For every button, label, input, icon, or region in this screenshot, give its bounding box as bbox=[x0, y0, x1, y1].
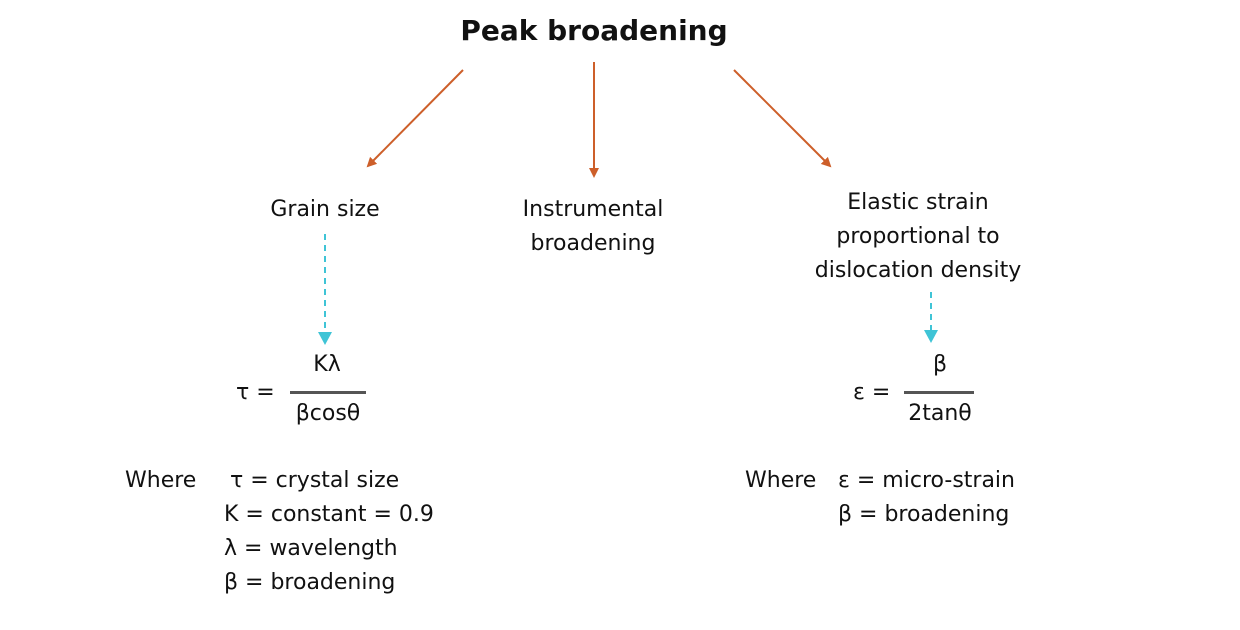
strain-definition-beta: β = broadening bbox=[838, 502, 1010, 527]
node-grain-size-label: Grain size bbox=[270, 197, 380, 222]
formula-strain-numerator: β bbox=[932, 352, 948, 377]
strain-definition-epsilon: ε = micro-strain bbox=[838, 468, 1015, 493]
formula-strain-lhs: ε = bbox=[853, 380, 891, 405]
grain-definitions-list: τ = crystal size K = constant = 0.9 λ = … bbox=[224, 464, 434, 600]
dashed-arrowhead-strain bbox=[924, 330, 938, 343]
formula-grain-denominator: βcosθ bbox=[295, 401, 361, 426]
grain-definition-k: K = constant = 0.9 bbox=[224, 502, 434, 527]
strain-where-label: Where bbox=[745, 468, 817, 493]
formula-strain-fraction-bar bbox=[904, 391, 974, 394]
dashed-arrowhead-grain bbox=[318, 332, 332, 345]
node-elastic-strain: Elastic strain proportional to dislocati… bbox=[793, 186, 1043, 288]
formula-grain-numerator: Kλ bbox=[313, 352, 341, 377]
node-elastic-strain-line-1: Elastic strain bbox=[847, 190, 989, 215]
formula-strain-denominator: 2tanθ bbox=[908, 401, 972, 426]
node-instrumental-line-2: broadening bbox=[530, 231, 656, 256]
node-grain-size: Grain size bbox=[240, 193, 410, 227]
node-instrumental-broadening: Instrumental broadening bbox=[493, 193, 693, 261]
arrow-to-elastic-strain bbox=[733, 69, 832, 168]
strain-definitions-list: ε = micro-strain β = broadening bbox=[838, 464, 1015, 532]
grain-definition-lambda: λ = wavelength bbox=[224, 536, 398, 561]
diagram-title: Peak broadening bbox=[460, 14, 728, 47]
grain-definition-beta: β = broadening bbox=[224, 570, 396, 595]
grain-where-label: Where bbox=[125, 468, 197, 493]
arrow-to-grain-size bbox=[366, 69, 464, 168]
formula-grain-lhs: τ = bbox=[236, 380, 275, 405]
formula-grain-fraction-bar bbox=[290, 391, 366, 394]
node-elastic-strain-line-3: dislocation density bbox=[814, 258, 1022, 283]
grain-definition-tau: τ = crystal size bbox=[230, 468, 400, 493]
node-instrumental-line-1: Instrumental bbox=[522, 197, 664, 222]
node-elastic-strain-line-2: proportional to bbox=[836, 224, 1000, 249]
